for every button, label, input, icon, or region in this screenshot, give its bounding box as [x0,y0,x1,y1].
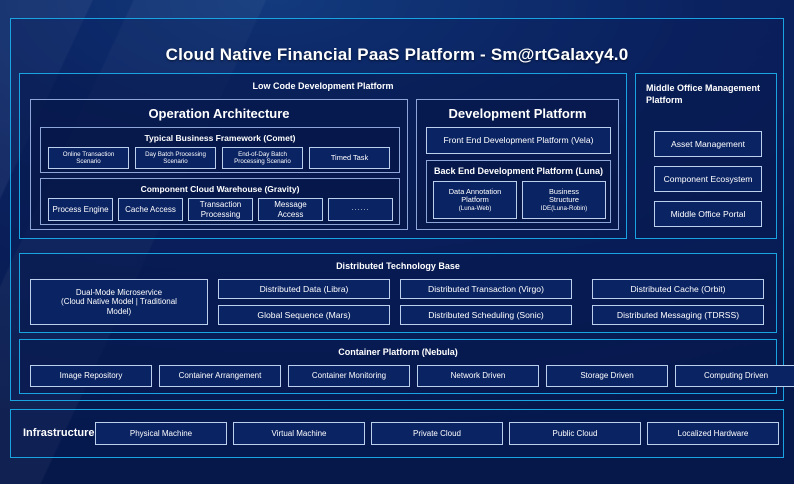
middle-office-item[interactable]: Middle Office Portal [654,201,762,227]
infrastructure-frame: Infrastructure Physical Machine Virtual … [10,409,784,458]
development-platform-panel: Development Platform Front End Developme… [416,99,619,230]
back-end-platform-panel: Back End Development Platform (Luna) Dat… [426,160,611,223]
infrastructure-item[interactable]: Public Cloud [509,422,641,445]
component-box[interactable]: Process Engine [48,198,113,221]
distributed-technology-base-panel: Distributed Technology Base Dual-Mode Mi… [19,253,777,333]
scenario-box[interactable]: Online Transaction Scenario [48,147,129,169]
low-code-header: Low Code Development Platform [252,81,394,91]
distributed-item[interactable]: Distributed Scheduling (Sonic) [400,305,572,325]
component-box[interactable]: Transaction Processing [188,198,253,221]
component-box[interactable]: Cache Access [118,198,183,221]
component-cloud-warehouse-panel: Component Cloud Warehouse (Gravity) Proc… [40,178,400,225]
back-end-sub-box[interactable]: Data Annotation Platform (Luna-Web) [433,181,517,219]
middle-office-management-panel: Middle Office Management Platform Asset … [635,73,777,239]
back-end-sub-box-line2: Structure [549,195,579,205]
container-item[interactable]: Container Arrangement [159,365,281,387]
page-title: Cloud Native Financial PaaS Platform - S… [165,45,629,64]
middle-office-item[interactable]: Asset Management [654,131,762,157]
back-end-sub-box-line1: Business [549,186,579,196]
development-platform-header: Development Platform [448,106,587,121]
back-end-sub-box-line3: (Luna-Web) [458,205,492,213]
scenario-box[interactable]: Day Batch Processing Scenario [135,147,216,169]
distributed-item[interactable]: Distributed Transaction (Virgo) [400,279,572,299]
distributed-item[interactable]: Global Sequence (Mars) [218,305,390,325]
distributed-item[interactable]: Distributed Cache (Orbit) [592,279,764,299]
scenario-box[interactable]: End-of-Day Batch Processing Scenario [222,147,303,169]
operation-architecture-header: Operation Architecture [148,106,290,121]
container-item[interactable]: Computing Driven [675,365,794,387]
component-warehouse-header: Component Cloud Warehouse (Gravity) [140,184,300,194]
container-item[interactable]: Container Monitoring [288,365,410,387]
distributed-item[interactable]: Distributed Data (Libra) [218,279,390,299]
typical-business-framework-panel: Typical Business Framework (Comet) Onlin… [40,127,400,173]
distributed-base-header: Distributed Technology Base [336,261,460,271]
back-end-platform-header: Back End Development Platform (Luna) [433,166,604,176]
dual-mode-line3: Model) [106,306,132,316]
dual-mode-microservice-box[interactable]: Dual-Mode Microservice (Cloud Native Mod… [30,279,208,325]
low-code-development-platform-panel: Low Code Development Platform Operation … [19,73,627,239]
infrastructure-item[interactable]: Physical Machine [95,422,227,445]
dual-mode-line2: (Cloud Native Model | Traditional [61,297,177,307]
component-box-more[interactable]: ...... [328,198,393,221]
container-platform-header: Container Platform (Nebula) [338,347,458,357]
back-end-sub-box[interactable]: Business Structure IDE(Luna-Robin) [522,181,606,219]
container-item[interactable]: Image Repository [30,365,152,387]
front-end-platform-box[interactable]: Front End Development Platform (Vela) [426,127,611,154]
scenario-box[interactable]: Timed Task [309,147,390,169]
business-framework-header: Typical Business Framework (Comet) [144,133,296,143]
infrastructure-label: Infrastructure [23,427,95,439]
platform-outer-frame: Cloud Native Financial PaaS Platform - S… [10,18,794,401]
infrastructure-item[interactable]: Virtual Machine [233,422,365,445]
distributed-item[interactable]: Distributed Messaging (TDRSS) [592,305,764,325]
back-end-sub-box-line3: IDE(Luna-Robin) [540,205,588,213]
back-end-sub-box-line2: Platform [461,195,489,205]
infrastructure-item[interactable]: Private Cloud [371,422,503,445]
container-platform-panel: Container Platform (Nebula) Image Reposi… [19,339,794,394]
container-item[interactable]: Storage Driven [546,365,668,387]
dual-mode-line1: Dual-Mode Microservice [75,287,163,297]
infrastructure-item[interactable]: Localized Hardware [647,422,779,445]
back-end-sub-box-line1: Data Annotation [448,186,502,196]
middle-office-item[interactable]: Component Ecosystem [654,166,762,192]
container-item[interactable]: Network Driven [417,365,539,387]
operation-architecture-panel: Operation Architecture Typical Business … [30,99,408,230]
middle-office-header: Middle Office Management Platform [646,83,761,106]
component-box[interactable]: Message Access [258,198,323,221]
